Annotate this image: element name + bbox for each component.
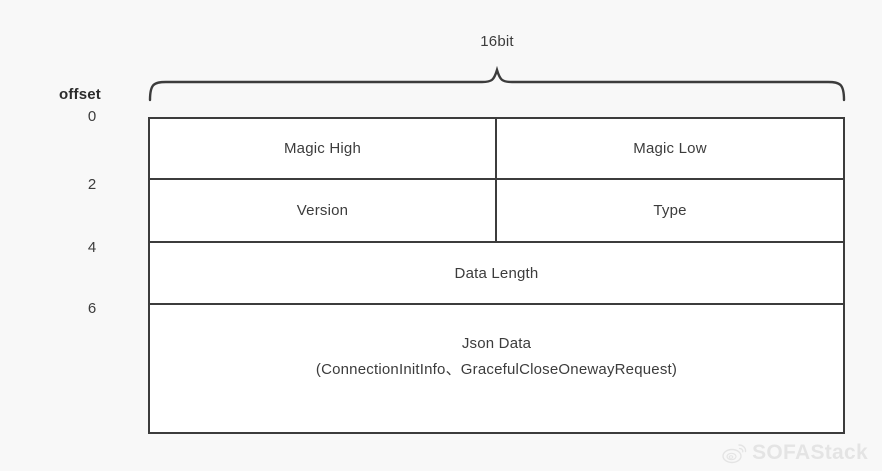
cell-magic-high: Magic High [150,119,497,178]
row-divider-3 [150,303,843,305]
offset-value-6: 6 [87,300,97,317]
table-row-data-length: Data Length [150,243,843,303]
json-data-subtitle: (ConnectionInitInfo、GracefulCloseOnewayR… [315,361,678,378]
offset-value-2: 2 [87,176,97,193]
width-brace-icon [148,66,846,102]
offset-header: offset [58,86,102,103]
cell-type: Type [653,202,687,219]
row-divider-1 [150,178,843,180]
offset-value-4: 4 [87,239,97,256]
cell-json-data: Json Data (ConnectionInitInfo、GracefulCl… [150,305,843,383]
cell-version: Version [150,180,497,241]
json-data-title: Json Data [461,335,532,352]
offset-value-0: 0 [87,108,97,125]
row-divider-2 [150,241,843,243]
cell-magic-low: Magic Low [633,140,707,157]
watermark: SOFAStack [722,441,868,465]
cell-data-length: Data Length [454,264,539,282]
packet-layout-table: Magic High Magic Low Version Type Data L… [148,117,845,434]
table-row-version-type: Version Type [150,180,843,241]
table-row-json-data: Json Data (ConnectionInitInfo、GracefulCl… [150,305,843,432]
table-row-magic: Magic High Magic Low [150,119,843,178]
watermark-text: SOFAStack [752,441,868,464]
weibo-icon [722,444,747,464]
bit-width-label: 16bit [480,33,514,50]
